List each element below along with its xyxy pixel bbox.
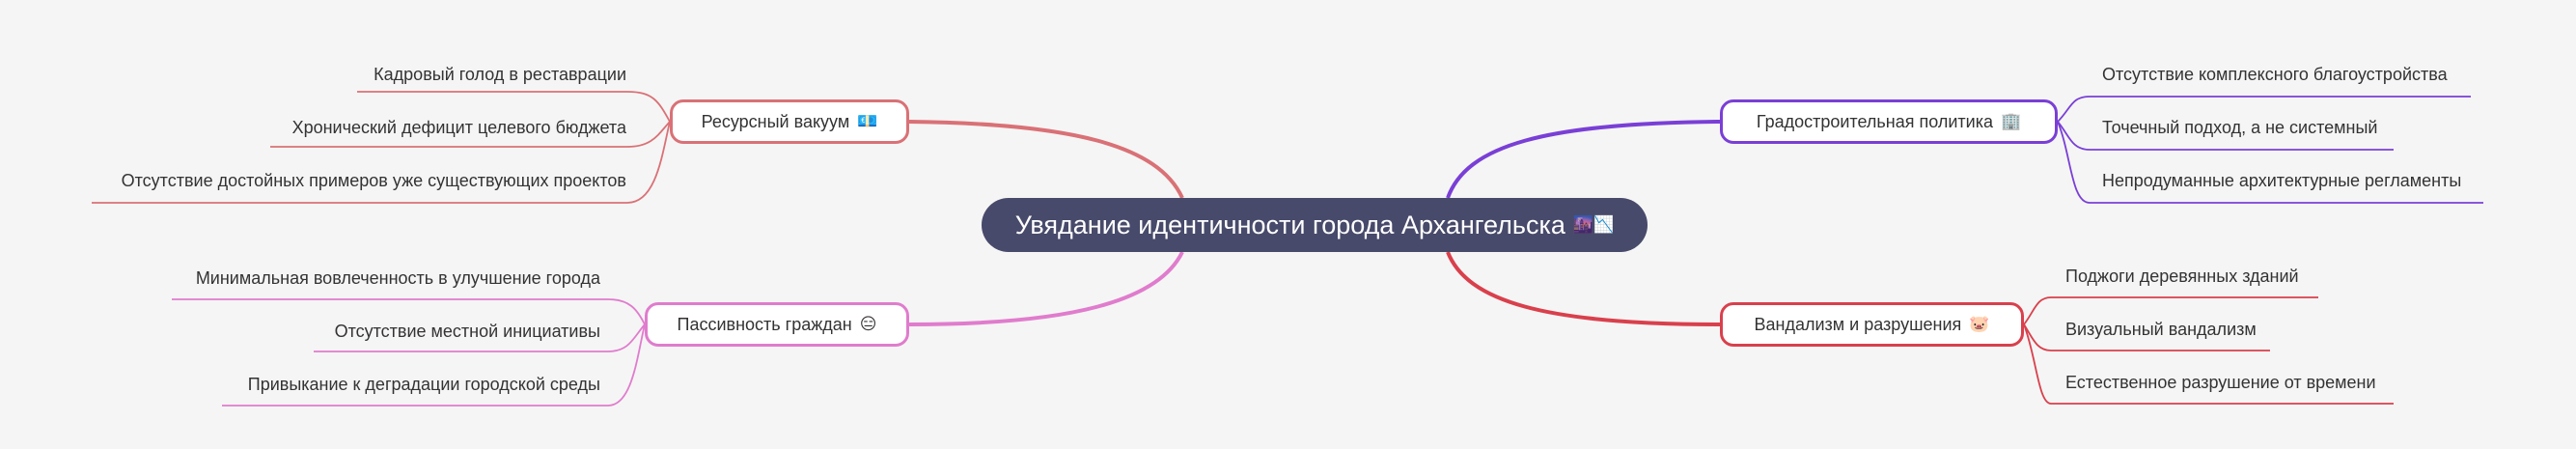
leaf-poor-regulations[interactable]: Непродуманные архитектурные регламенты bbox=[2102, 171, 2462, 190]
leaf-lack-of-examples[interactable]: Отсутствие достойных примеров уже сущест… bbox=[121, 171, 626, 190]
topic-urban-planning-label: Градостроительная политика bbox=[1756, 111, 1993, 131]
leaf-minimal-involvement[interactable]: Минимальная вовлеченность в улучшение го… bbox=[195, 268, 600, 288]
leaf-arson-wooden-buildings[interactable]: Поджоги деревянных зданий bbox=[2065, 267, 2299, 286]
city-decline-emoji-icon: 🌆📉 bbox=[1572, 215, 1615, 235]
central-topic-label: Увядание идентичности города Архангельск… bbox=[1014, 210, 1565, 239]
central-topic[interactable]: Увядание идентичности города Архангельск… bbox=[982, 198, 1648, 252]
edge-central-urban bbox=[1446, 120, 1721, 199]
leaf-staff-shortage[interactable]: Кадровый голод в реставрации bbox=[374, 65, 626, 84]
topic-citizen-passivity[interactable]: Пассивность граждан 😑 bbox=[645, 302, 909, 347]
edge-central-passivity bbox=[908, 251, 1184, 326]
leaf-natural-decay[interactable]: Естественное разрушение от времени bbox=[2065, 373, 2376, 392]
topic-vandalism[interactable]: Вандализм и разрушения 🐷 bbox=[1720, 302, 2024, 347]
leaf-point-approach[interactable]: Точечный подход, а не системный bbox=[2102, 118, 2378, 137]
topic-resource-vacuum[interactable]: Ресурсный вакуум 💶 bbox=[670, 99, 909, 144]
edge-central-vandalism bbox=[1446, 251, 1721, 326]
expressionless-face-icon: 😑 bbox=[859, 315, 877, 334]
leaf-no-local-initiative[interactable]: Отсутствие местной инициативы bbox=[334, 322, 600, 341]
topic-urban-planning[interactable]: Градостроительная политика 🏢 bbox=[1720, 99, 2058, 144]
topic-vandalism-label: Вандализм и разрушения bbox=[1754, 314, 1962, 334]
euro-banknote-icon: 💶 bbox=[857, 112, 878, 131]
leaf-no-comprehensive-improvement[interactable]: Отсутствие комплексного благоустройства bbox=[2102, 65, 2448, 84]
topic-citizen-passivity-label: Пассивность граждан bbox=[677, 314, 852, 334]
leaf-habituation-degradation[interactable]: Привыкание к деградации городской среды bbox=[247, 375, 600, 394]
office-building-icon: 🏢 bbox=[2000, 112, 2022, 131]
topic-resource-vacuum-label: Ресурсный вакуум bbox=[701, 111, 850, 131]
leaf-budget-deficit[interactable]: Хронический дефицит целевого бюджета bbox=[291, 118, 626, 137]
pig-face-icon: 🐷 bbox=[1969, 315, 1990, 334]
leaf-visual-vandalism[interactable]: Визуальный вандализм bbox=[2065, 320, 2257, 339]
edge-central-resource bbox=[908, 120, 1184, 199]
